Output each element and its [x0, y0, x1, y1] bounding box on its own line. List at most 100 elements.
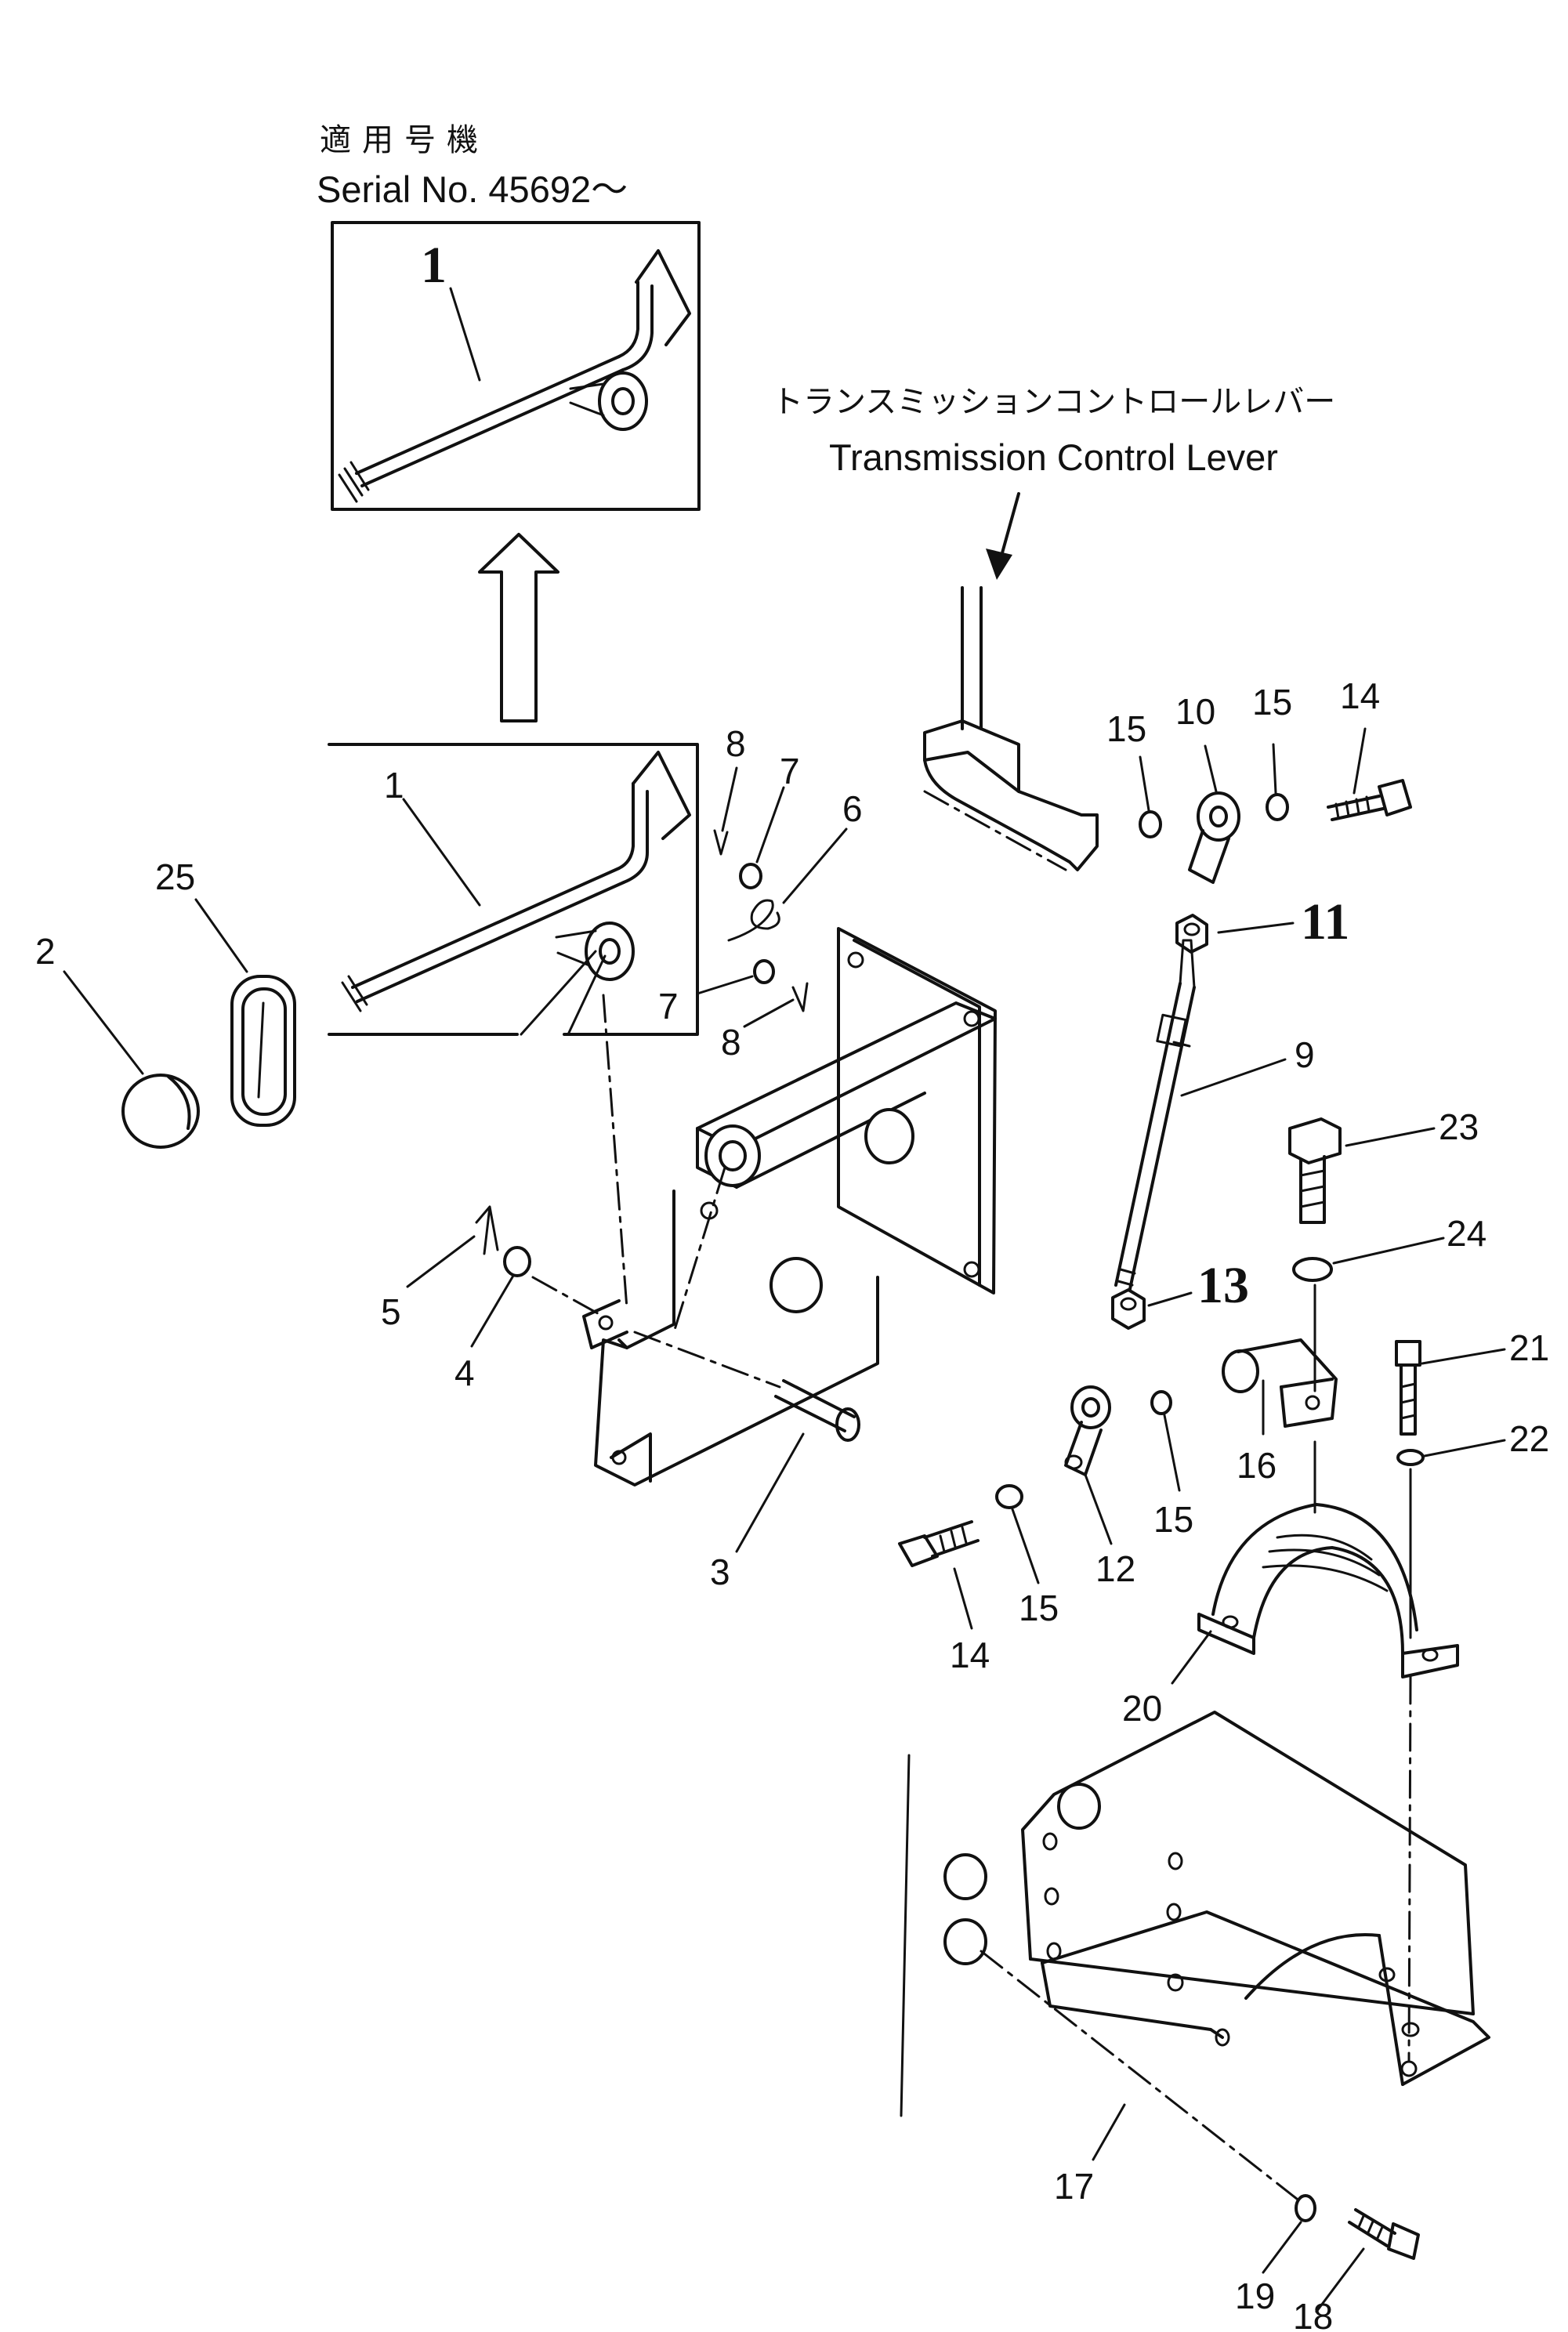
leader-15a — [1139, 755, 1150, 812]
cotter-pin-8-lower — [791, 982, 809, 1012]
clamp-16 — [1222, 1284, 1338, 1428]
label-14a: 14 — [1340, 675, 1380, 716]
label-8a: 8 — [726, 723, 746, 764]
leader-14a — [1353, 727, 1367, 795]
leader-7b — [696, 975, 754, 995]
leader-1-top — [449, 287, 481, 382]
label-9: 9 — [1295, 1034, 1315, 1075]
serial-note-en: Serial No. 45692～ — [317, 168, 628, 210]
leader-6 — [782, 827, 848, 904]
leader-5 — [406, 1235, 476, 1288]
washer-7-lower — [753, 959, 775, 984]
cover-20 — [1197, 1440, 1459, 1678]
washer-19 — [1295, 2194, 1316, 2222]
leader-1 — [402, 798, 481, 907]
leader-15d — [1011, 1508, 1040, 1584]
washer-4 — [503, 1246, 531, 1277]
leader-8b — [743, 998, 795, 1028]
bolt-21 — [1395, 1340, 1421, 1436]
inset-box-new-lever — [331, 221, 701, 511]
callout-arrowhead — [986, 549, 1012, 580]
label-22: 22 — [1509, 1418, 1549, 1459]
washer-7-upper — [739, 863, 762, 889]
bushing-a — [1057, 1783, 1101, 1830]
label-19: 19 — [1235, 2276, 1275, 2316]
spring-6 — [727, 899, 780, 942]
bushing-c — [943, 1918, 987, 1965]
leader-22 — [1423, 1439, 1506, 1458]
leader-19 — [1262, 2221, 1302, 2274]
washer-15-c — [1150, 1390, 1172, 1415]
label-25: 25 — [155, 856, 195, 897]
washer-15-b — [1266, 793, 1289, 821]
label-14b: 14 — [950, 1635, 990, 1675]
inset-box-old-lever — [328, 743, 699, 1036]
base-bracket-17 — [900, 1675, 1490, 2117]
label-16: 16 — [1237, 1445, 1276, 1486]
up-arrow — [478, 533, 559, 722]
assembly-line-c — [531, 1276, 605, 1318]
cotter-pin-8-upper — [713, 829, 729, 856]
leader-13 — [1147, 1291, 1193, 1307]
label-13: 13 — [1197, 1257, 1249, 1314]
leader-10 — [1204, 744, 1218, 793]
callout-label-en: Transmission Control Lever — [829, 436, 1278, 478]
label-11: 11 — [1301, 893, 1349, 951]
bolt-14-upper — [1327, 779, 1412, 821]
leader-7a — [755, 786, 785, 864]
label-17: 17 — [1054, 2166, 1094, 2207]
label-7a: 7 — [780, 751, 800, 791]
leader-11 — [1217, 922, 1295, 934]
bushing-b — [943, 1853, 987, 1900]
bolt-23 — [1288, 1117, 1342, 1224]
leader-23 — [1345, 1127, 1436, 1147]
label-15a: 15 — [1106, 708, 1146, 749]
serial-note-jp: 適用号機 — [320, 122, 489, 158]
leader-15c — [1163, 1414, 1181, 1492]
label-15c: 15 — [1153, 1499, 1193, 1540]
bolt-18 — [1348, 2208, 1420, 2260]
washer-24 — [1292, 1257, 1333, 1282]
bolt-14-lower — [898, 1520, 980, 1567]
label-6: 6 — [842, 788, 863, 829]
transmission-control-lever — [923, 586, 1099, 871]
assembly-line-d — [980, 1950, 1302, 2203]
leader-20 — [1171, 1630, 1212, 1685]
grommet-25 — [230, 975, 296, 1127]
lever-shaft-old — [341, 751, 691, 1036]
label-18: 18 — [1293, 2296, 1333, 2332]
nut-13 — [1111, 1288, 1146, 1330]
leader-25 — [194, 898, 248, 973]
pin-3 — [633, 1331, 860, 1442]
washer-15-a — [1139, 810, 1162, 838]
label-15b: 15 — [1252, 682, 1292, 722]
label-4: 4 — [454, 1352, 475, 1393]
label-3: 3 — [710, 1552, 730, 1592]
rod-9 — [1114, 939, 1196, 1291]
nut-11 — [1175, 914, 1208, 954]
label-24: 24 — [1447, 1213, 1487, 1254]
leader-21 — [1421, 1348, 1506, 1365]
label-5: 5 — [381, 1291, 401, 1332]
leader-24 — [1332, 1237, 1445, 1265]
label-2: 2 — [35, 931, 56, 972]
leader-14b — [953, 1567, 973, 1630]
label-1: 1 — [384, 765, 404, 806]
lever-shaft-new — [338, 249, 691, 503]
leader-15b — [1272, 743, 1277, 795]
leader-12 — [1084, 1473, 1113, 1545]
label-1-top: 1 — [421, 237, 447, 294]
leader-9 — [1180, 1058, 1287, 1097]
label-10: 10 — [1175, 691, 1215, 732]
callout-label-jp: トランスミッションコントロールレバー — [772, 384, 1335, 420]
label-8b: 8 — [721, 1022, 741, 1063]
main-bracket — [582, 927, 997, 1486]
leader-4 — [470, 1274, 515, 1348]
leader-8a — [721, 766, 738, 832]
cap-2 — [121, 1074, 200, 1149]
label-23: 23 — [1439, 1106, 1479, 1147]
label-7b: 7 — [658, 986, 679, 1027]
ball-joint-12 — [1064, 1385, 1111, 1476]
label-15d: 15 — [1019, 1588, 1059, 1628]
